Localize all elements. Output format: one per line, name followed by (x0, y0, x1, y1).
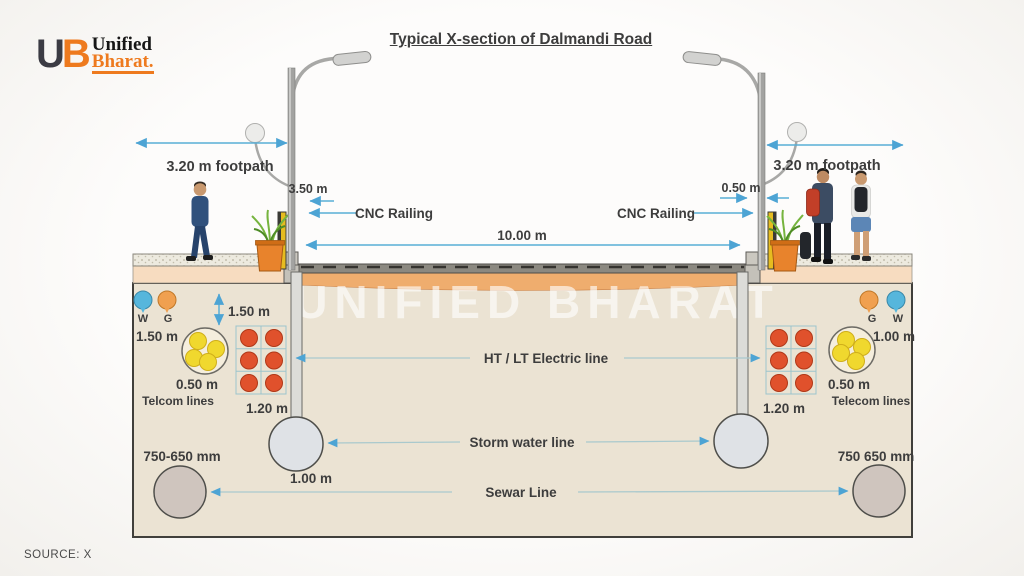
label-railing-offset: 0.50 m (722, 181, 761, 195)
label-water-left: W (138, 313, 149, 325)
logo-word-bharat: Bharat. (91, 51, 154, 74)
label-electric-line: HT / LT Electric line (484, 351, 609, 366)
telecom-duct-right (828, 326, 876, 374)
label-telcom-depth-left: 1.50 m (136, 329, 178, 344)
watermark: UNIFIED BHARAT (294, 276, 780, 328)
logo-word-unified: Unified (91, 34, 152, 55)
label-storm-line: Storm water line (469, 435, 575, 450)
lamp-globe-left (245, 123, 265, 143)
label-telcom-size-right: 0.50 m (828, 377, 870, 392)
label-footpath-right: 3.20 m footpath (773, 158, 880, 174)
logo-mark: UB (36, 32, 91, 76)
road-surface (298, 263, 747, 274)
logo-wordmark: Unified Bharat. (91, 34, 154, 74)
label-telcom-depth-right: 1.00 m (873, 329, 915, 344)
label-telcom-right: Telecom lines (832, 394, 911, 408)
label-sewer-offset: 1.00 m (290, 471, 332, 486)
label-electric-duct-right: 1.20 m (763, 401, 805, 416)
label-gas-right: G (868, 313, 877, 325)
pedestrians-right (800, 168, 871, 264)
street-light-left (245, 50, 372, 271)
planter-right (766, 209, 804, 272)
label-cnc-left: CNC Railing (355, 206, 433, 221)
label-telcom-size-left: 0.50 m (176, 377, 218, 392)
label-footpath-left: 3.20 m footpath (166, 159, 273, 175)
label-gas-left: G (164, 313, 173, 325)
sewer-line-left (153, 465, 207, 519)
sewer-leader-right (577, 486, 849, 496)
logo-mark-b: B (61, 32, 91, 76)
storm-leader-left (327, 438, 461, 448)
logo-mark-u: U (36, 32, 65, 76)
source-caption: SOURCE: X (24, 549, 92, 561)
label-cnc-right: CNC Railing (617, 206, 695, 221)
gas-line-right (859, 290, 879, 313)
unified-bharat-logo: UB Unified Bharat. (36, 34, 154, 74)
planter-left (251, 209, 289, 272)
storm-pipe-left (290, 271, 303, 419)
lamp-head-left (332, 50, 372, 66)
pole-right (757, 72, 766, 271)
label-sewer-dia-left: 750-650 mm (143, 449, 220, 464)
kerb-right (744, 251, 761, 284)
electric-duct-bank-left (235, 325, 287, 395)
telcom-duct-left (181, 327, 229, 375)
label-road-width: 10.00 m (497, 228, 547, 243)
storm-leader-right (585, 436, 710, 446)
label-water-right: W (893, 313, 904, 325)
water-line-left (133, 290, 153, 313)
lamp-head-right (682, 51, 722, 66)
water-line-right (886, 290, 906, 313)
electric-duct-bank-right (765, 325, 817, 395)
storm-pipe-right (736, 271, 749, 416)
road-subbase (298, 272, 747, 291)
label-telcom-left: Telcom lines (142, 394, 214, 408)
page-title: Typical X-section of Dalmandi Road (389, 31, 653, 48)
pole-left (287, 67, 296, 271)
label-cover-depth: 1.50 m (228, 304, 270, 319)
ground-section (132, 282, 913, 538)
pedestrian-left (186, 181, 213, 261)
lamp-globe-right (787, 122, 807, 142)
sewer-line-right (852, 464, 906, 518)
label-sewer-dia-right: 750 650 mm (838, 449, 915, 464)
storm-water-line-right (713, 413, 769, 469)
label-electric-duct-left: 1.20 m (246, 401, 288, 416)
gas-line-left (157, 290, 177, 313)
storm-water-line-left (268, 416, 324, 472)
label-sewer-line: Sewar Line (485, 485, 557, 500)
label-pole-clearance: 3.50 m (289, 182, 328, 196)
